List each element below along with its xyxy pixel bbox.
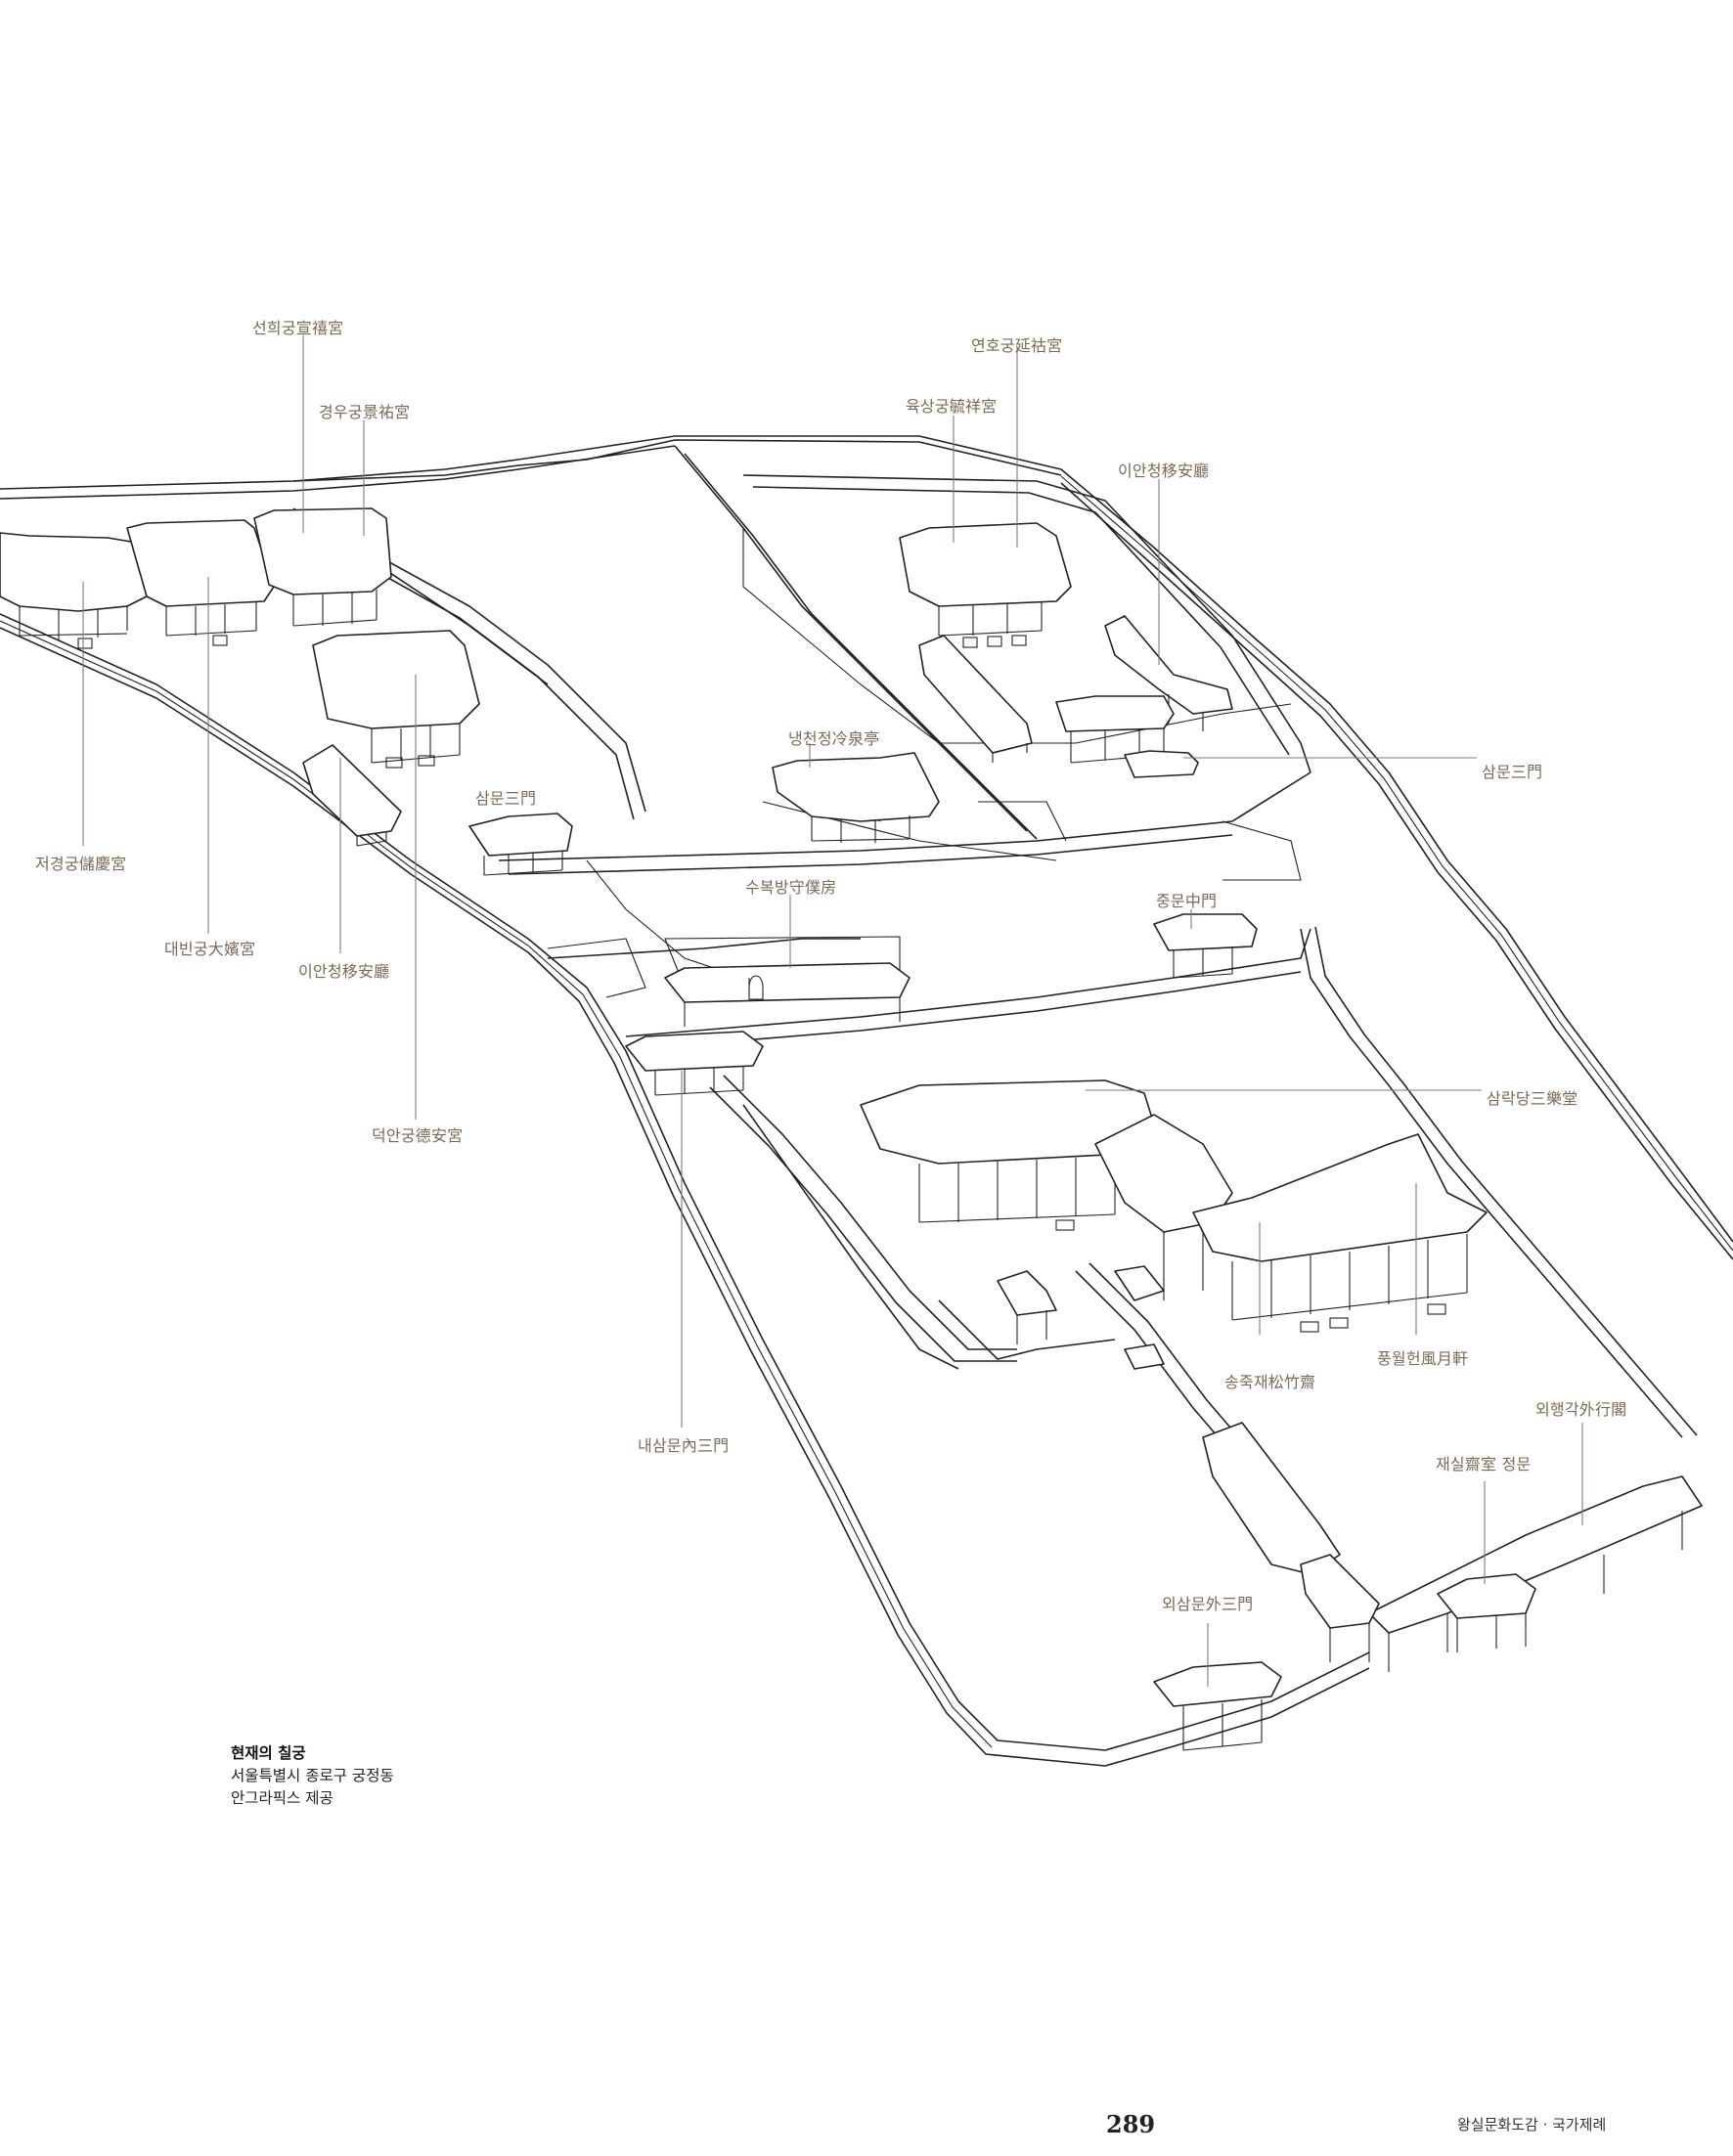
label-daebingung: 대빈궁大嬪宮 [164, 940, 256, 958]
gate-naesammun [625, 1031, 764, 1096]
leader-lines [82, 335, 1583, 1687]
shrine-ianchung-left [302, 744, 402, 847]
label-oesammun: 외삼문外三門 [1162, 1595, 1254, 1613]
label-gyeongugung: 경우궁景祐宮 [319, 403, 411, 421]
page-number: 289 [1106, 2110, 1156, 2138]
caption-credit: 안그라픽스 제공 [231, 1789, 333, 1807]
running-head: 왕실문화도감 · 국가제례 [1457, 2116, 1607, 2134]
gate-jungmun [1153, 913, 1258, 979]
building-wing-south [1300, 1554, 1380, 1662]
pavilion-naengcheonjeong [772, 752, 940, 843]
hall-samnakdang [860, 1079, 1155, 1231]
label-subokbang: 수복방守僕房 [745, 878, 837, 897]
label-naesammun: 내삼문內三門 [638, 1436, 730, 1455]
courtyard-walls [0, 445, 1698, 1624]
gate-oesammun [1153, 1661, 1282, 1751]
label-jaesil-jeongmun: 재실齋室 정문 [1436, 1455, 1532, 1474]
label-ianchung-left: 이안청移安廳 [298, 962, 390, 981]
label-songjukjae: 송죽재松竹齋 [1224, 1373, 1316, 1391]
shrine-yeonhogung-wing [918, 635, 1033, 763]
label-ianchung-right: 이안청移安廳 [1118, 462, 1210, 480]
label-samnakdang: 삼락당三樂堂 [1487, 1089, 1578, 1108]
gate-small-west [997, 1265, 1165, 1370]
label-sammun-left: 삼문三門 [475, 789, 537, 808]
shrine-yuksanggung [899, 522, 1072, 648]
label-seonhuigung: 선희궁宣禧宮 [252, 319, 344, 337]
gate-jaesil-jeongmun [1437, 1573, 1536, 1652]
shrine-jeogyeonggung [0, 532, 148, 649]
shrine-daebingung [126, 519, 275, 646]
label-jeogyeonggung: 저경궁儲慶宮 [35, 855, 127, 873]
shrine-gyeongugung [253, 507, 392, 627]
label-oehaenggak: 외행각外行閣 [1535, 1400, 1627, 1419]
label-jungmun: 중문中門 [1156, 892, 1218, 910]
label-sammun-right: 삼문三門 [1482, 763, 1543, 781]
gate-sammun-right [1055, 695, 1199, 778]
label-pungwolheon: 풍월헌風月軒 [1377, 1349, 1469, 1368]
label-yuksanggung: 육상궁毓祥宮 [906, 397, 998, 416]
caption-title: 현재의 칠궁 [231, 1744, 306, 1762]
figure-caption: 현재의 칠궁 서울특별시 종로구 궁정동 안그라픽스 제공 [231, 1742, 394, 1810]
shrine-deogangung [312, 630, 480, 769]
building-subokbang [664, 962, 911, 1027]
label-yeonhogung: 연호궁延祜宮 [971, 336, 1063, 355]
gate-sammun-left [468, 813, 573, 876]
label-naengcheonjeong: 냉천정冷泉亭 [788, 729, 880, 748]
label-deogangung: 덕안궁德安宮 [372, 1126, 464, 1145]
caption-location: 서울특별시 종로구 궁정동 [231, 1767, 394, 1784]
hall-pungwolheon [1192, 1133, 1488, 1333]
